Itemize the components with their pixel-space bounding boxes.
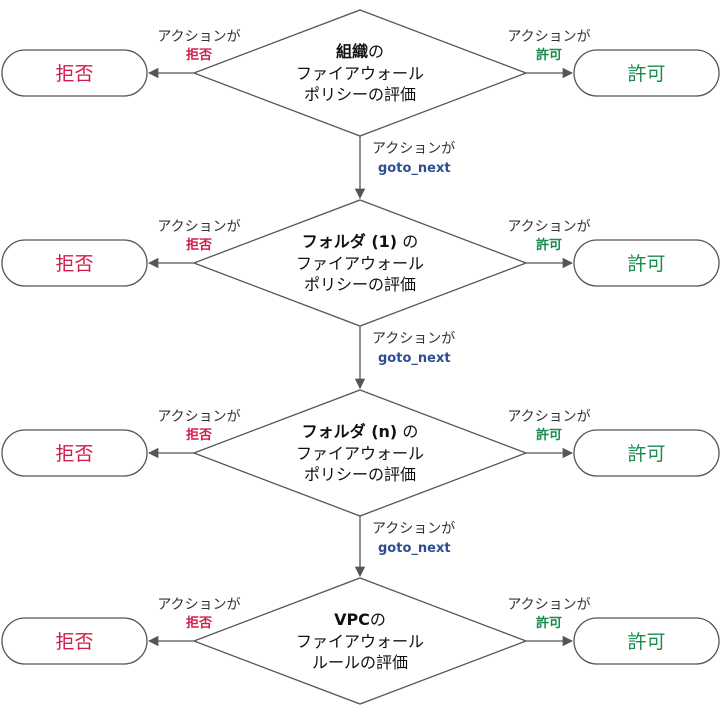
allow-box-label: 許可 <box>627 631 665 653</box>
deny-action-value: 拒否 <box>186 47 212 63</box>
deny-action-label: アクションが <box>157 409 240 425</box>
deny-action-value: 拒否 <box>186 237 212 253</box>
step-line-2: ファイアウォール <box>296 64 424 83</box>
next-action-value: goto_next <box>378 351 451 366</box>
next-action-label: アクションが <box>372 331 455 347</box>
step-title-particle: の <box>368 42 384 61</box>
allow-box-label: 許可 <box>627 63 665 85</box>
next-action-value: goto_next <box>378 161 451 176</box>
allow-box <box>573 239 720 287</box>
step-title-particle: の <box>397 422 418 441</box>
step-title: VPCの <box>334 610 386 629</box>
decision-diamond <box>192 577 528 705</box>
deny-box <box>1 617 148 665</box>
next-action-value: goto_next <box>378 541 451 556</box>
allow-action-value: 許可 <box>536 47 562 63</box>
deny-box-label: 拒否 <box>55 253 93 275</box>
deny-box <box>1 49 148 97</box>
allow-box-label: 許可 <box>627 443 665 465</box>
allow-action-value: 許可 <box>536 615 562 631</box>
step-title-subject: フォルダ (n) <box>302 422 398 441</box>
decision-diamond <box>192 199 528 327</box>
step-title: フォルダ (n) の <box>302 422 419 441</box>
deny-action-value: 拒否 <box>186 615 212 631</box>
step-title-subject: VPC <box>334 610 370 629</box>
step-line-3: ポリシーの評価 <box>304 465 416 484</box>
deny-box <box>1 429 148 477</box>
step-line-3: ポリシーの評価 <box>304 275 416 294</box>
step-line-2: ファイアウォール <box>296 632 424 651</box>
deny-box-label: 拒否 <box>55 63 93 85</box>
step-line-2: ファイアウォール <box>296 254 424 273</box>
step-title-subject: 組織 <box>336 42 368 61</box>
deny-box-label: 拒否 <box>55 443 93 465</box>
step-line-2: ファイアウォール <box>296 444 424 463</box>
allow-action-label: アクションが <box>507 29 590 45</box>
allow-action-label: アクションが <box>507 597 590 613</box>
allow-box-label: 許可 <box>627 253 665 275</box>
step-title: フォルダ (1) の <box>302 232 418 251</box>
allow-action-label: アクションが <box>507 409 590 425</box>
allow-action-value: 許可 <box>536 427 562 443</box>
decision-diamond <box>192 389 528 517</box>
deny-action-value: 拒否 <box>186 427 212 443</box>
allow-action-label: アクションが <box>507 219 590 235</box>
deny-box <box>1 239 148 287</box>
allow-box <box>573 617 720 665</box>
step-title-subject: フォルダ (1) <box>302 232 397 251</box>
deny-action-label: アクションが <box>157 597 240 613</box>
decision-diamond <box>192 9 528 137</box>
next-action-label: アクションが <box>372 521 455 537</box>
allow-action-value: 許可 <box>536 237 562 253</box>
step-title: 組織の <box>336 42 384 61</box>
deny-action-label: アクションが <box>157 219 240 235</box>
next-action-label: アクションが <box>372 141 455 157</box>
step-line-3: ルールの評価 <box>312 653 408 672</box>
step-title-particle: の <box>370 610 386 629</box>
allow-box <box>573 49 720 97</box>
deny-box-label: 拒否 <box>55 631 93 653</box>
step-line-3: ポリシーの評価 <box>304 85 416 104</box>
allow-box <box>573 429 720 477</box>
deny-action-label: アクションが <box>157 29 240 45</box>
step-title-particle: の <box>397 232 418 251</box>
